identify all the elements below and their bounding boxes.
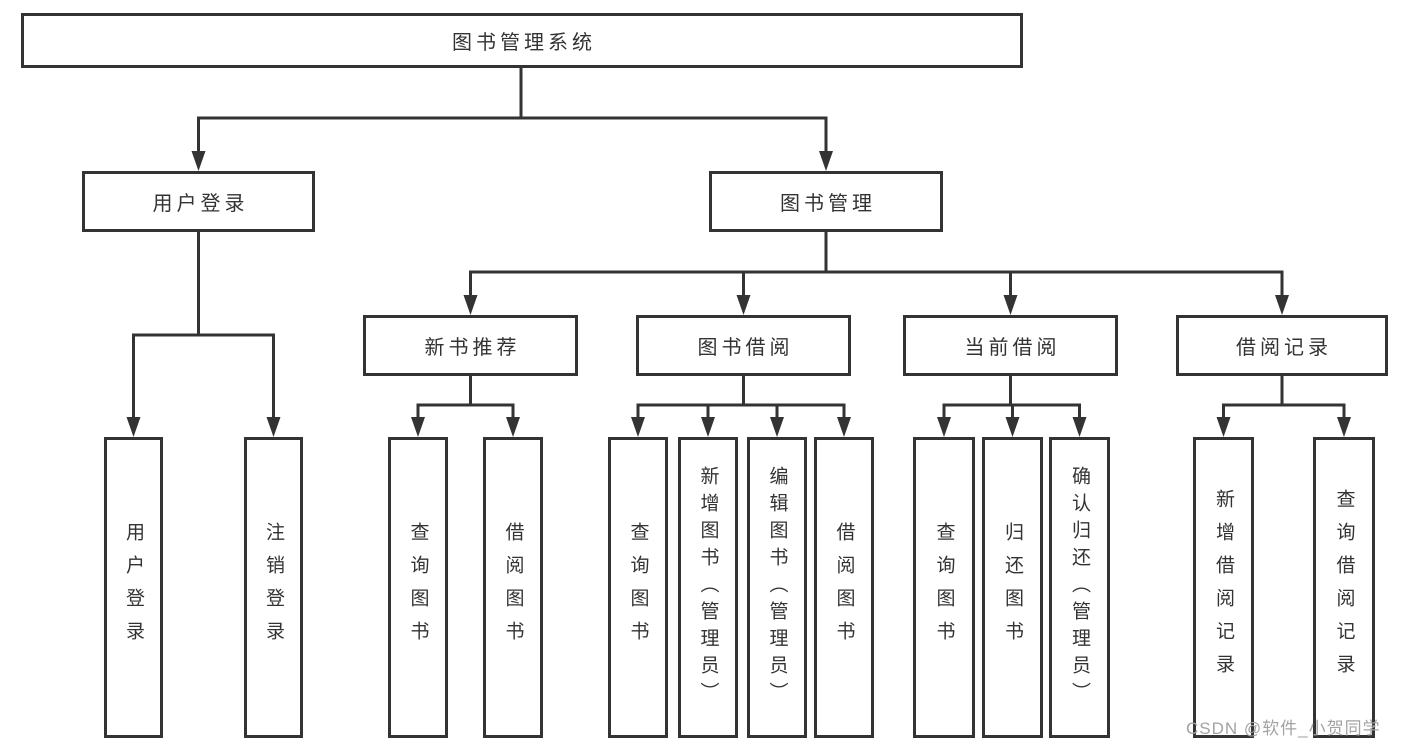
node-label: 借阅记录 <box>1236 337 1332 359</box>
node-label: 借阅图书 <box>833 521 855 654</box>
leaf-query-books-2: 查询图书 <box>608 437 668 738</box>
node-label: 编辑图书（管理员） <box>766 466 788 709</box>
node-label: 注销登录 <box>263 521 284 654</box>
leaf-return-books: 归还图书 <box>982 437 1043 738</box>
node-new-book-recommend: 新书推荐 <box>363 315 578 376</box>
node-label: 用户登录 <box>152 193 249 215</box>
node-label: 图书管理 <box>780 193 876 215</box>
node-label: 查询图书 <box>933 521 955 654</box>
edge-lines <box>132 66 1346 422</box>
node-label: 归还图书 <box>1002 521 1023 654</box>
leaf-edit-books-admin: 编辑图书（管理员） <box>747 437 807 738</box>
node-user-login: 用户登录 <box>82 171 315 232</box>
leaf-borrow-books-1: 借阅图书 <box>483 437 543 738</box>
node-label: 查询图书 <box>627 521 649 654</box>
node-label: 确认归还（管理员） <box>1069 466 1090 709</box>
node-root: 图书管理系统 <box>21 13 1023 68</box>
edge-arrowheads <box>126 151 1351 437</box>
node-book-management: 图书管理 <box>709 171 943 232</box>
node-label: 图书借阅 <box>697 337 794 359</box>
node-label: 新书推荐 <box>424 337 521 359</box>
node-label: 当前借阅 <box>964 337 1061 359</box>
node-label: 用户登录 <box>123 521 144 654</box>
node-label: 查询借阅记录 <box>1333 488 1355 687</box>
node-label: 新增图书（管理员） <box>697 466 719 709</box>
node-label: 查询图书 <box>407 521 429 654</box>
node-book-borrow: 图书借阅 <box>636 315 851 376</box>
leaf-user-login: 用户登录 <box>104 437 163 738</box>
leaf-add-borrow-record: 新增借阅记录 <box>1193 437 1254 738</box>
leaf-logout: 注销登录 <box>244 437 303 738</box>
node-current-borrow: 当前借阅 <box>903 315 1118 376</box>
leaf-add-books-admin: 新增图书（管理员） <box>678 437 738 738</box>
leaf-query-borrow-record: 查询借阅记录 <box>1313 437 1375 738</box>
leaf-borrow-books-2: 借阅图书 <box>814 437 874 738</box>
leaf-query-books-3: 查询图书 <box>913 437 975 738</box>
node-label: 图书管理系统 <box>452 32 596 54</box>
node-label: 借阅图书 <box>502 521 524 654</box>
leaf-confirm-return-admin: 确认归还（管理员） <box>1049 437 1110 738</box>
csdn-watermark: CSDN @软件_小贺同学 <box>1186 719 1381 738</box>
node-borrow-records: 借阅记录 <box>1176 315 1388 376</box>
node-label: 新增借阅记录 <box>1213 488 1234 687</box>
leaf-query-books-1: 查询图书 <box>388 437 448 738</box>
